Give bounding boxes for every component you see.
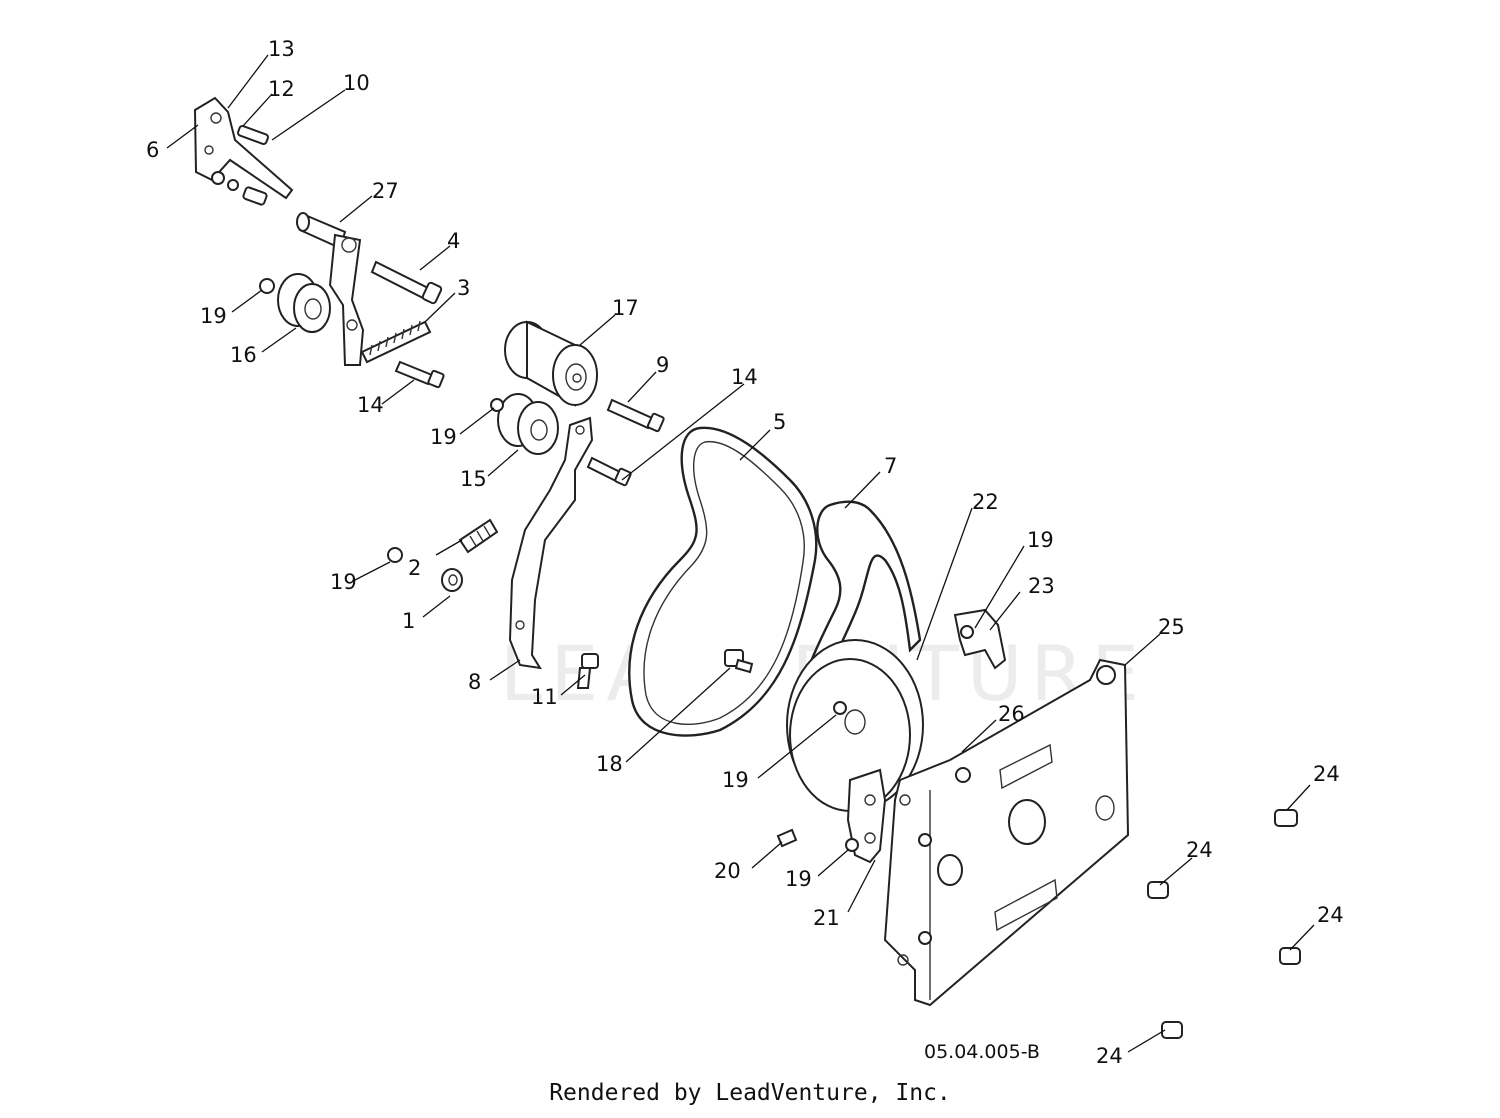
- part-24-bolt-a: [1274, 809, 1298, 827]
- part-16-pulley: [277, 273, 331, 333]
- callout-14-a: 14: [357, 393, 384, 417]
- callout-19-b: 19: [430, 425, 457, 449]
- part-4-bolt: [370, 260, 443, 305]
- callout-24-c: 24: [1317, 903, 1344, 927]
- callout-8: 8: [468, 670, 481, 694]
- callout-2: 2: [408, 556, 421, 580]
- part-21-bracket: [845, 768, 887, 864]
- callout-22: 22: [972, 490, 999, 514]
- part-15-pulley: [497, 393, 559, 455]
- callout-17: 17: [612, 296, 639, 320]
- callout-16: 16: [230, 343, 257, 367]
- callout-18: 18: [596, 752, 623, 776]
- leader-lines: [166, 54, 1315, 1053]
- part-14-bolt-b: [586, 456, 632, 487]
- callout-23: 23: [1028, 574, 1055, 598]
- callout-20: 20: [714, 859, 741, 883]
- part-19-nut-c: [387, 547, 403, 563]
- callout-19-a: 19: [200, 304, 227, 328]
- callout-19-d: 19: [330, 570, 357, 594]
- part-8-lever: [508, 416, 594, 670]
- callout-7: 7: [884, 454, 897, 478]
- callout-11: 11: [531, 685, 558, 709]
- part-5-belt: [628, 426, 818, 737]
- callout-19-e: 19: [722, 768, 749, 792]
- callout-4: 4: [447, 229, 460, 253]
- callout-19-f: 19: [785, 867, 812, 891]
- callout-15: 15: [460, 467, 487, 491]
- part-1-bushing: [441, 568, 463, 592]
- part-24-bolt-c: [1279, 947, 1301, 965]
- callout-19-c: 19: [1027, 528, 1054, 552]
- callout-24-a: 24: [1313, 762, 1340, 786]
- part-24-bolt-b: [1147, 881, 1169, 899]
- callout-21: 21: [813, 906, 840, 930]
- callout-14-b: 14: [731, 365, 758, 389]
- callout-5: 5: [773, 410, 786, 434]
- part-17-double-pulley: [504, 320, 598, 407]
- part-11-bolt: [576, 653, 599, 689]
- callout-1: 1: [402, 609, 415, 633]
- part-3-spring: [360, 320, 432, 364]
- callout-12: 12: [268, 77, 295, 101]
- part-19-nut-a: [259, 278, 275, 294]
- part-26-plate: [883, 658, 1130, 1007]
- render-credit: Rendered by LeadVenture, Inc.: [549, 1080, 951, 1106]
- callout-3: 3: [457, 276, 470, 300]
- callout-26: 26: [998, 702, 1025, 726]
- part-23-bracket: [953, 608, 1007, 670]
- part-14-bolt-a: [394, 360, 445, 389]
- callout-24-d: 24: [1096, 1044, 1123, 1068]
- diagram-code: 05.04.005-B: [924, 1041, 1040, 1063]
- part-9-bolt: [606, 398, 665, 433]
- part-27-idler-arm: [296, 212, 365, 366]
- callout-27: 27: [372, 179, 399, 203]
- callout-9: 9: [656, 353, 669, 377]
- part-2-spring: [458, 518, 499, 554]
- callout-6: 6: [146, 138, 159, 162]
- callout-13: 13: [268, 37, 295, 61]
- part-24-bolt-d: [1161, 1021, 1183, 1039]
- callout-25: 25: [1158, 615, 1185, 639]
- part-18-bolt: [724, 649, 754, 674]
- callout-24-b: 24: [1186, 838, 1213, 862]
- callout-10: 10: [343, 71, 370, 95]
- part-6-bracket: [193, 96, 294, 206]
